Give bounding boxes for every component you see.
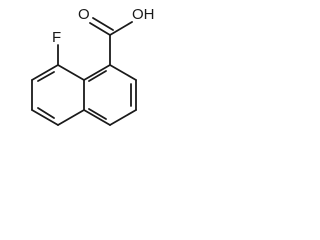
- carbonyl-oxygen-label: O: [78, 6, 90, 23]
- bond-c6-c5: [31, 109, 59, 126]
- double-bond-c4-c4a: [88, 108, 107, 120]
- bond-c3-c4: [109, 109, 137, 126]
- bond-carboxyl-c-o-b: [92, 17, 114, 31]
- bond-carboxyl-c-o-a: [89, 22, 111, 36]
- hydroxyl-label: OH: [132, 6, 155, 23]
- fluorine-label: F: [52, 29, 61, 46]
- chemical-structure-drawing: F OH O: [31, 6, 155, 126]
- bond-carboxyl-c-oh: [109, 21, 133, 36]
- bond-c5-c4a: [57, 109, 85, 126]
- bond-c8a-c8: [57, 64, 85, 81]
- bond-c8a-c1: [83, 64, 111, 81]
- bond-c1-c2: [109, 64, 137, 81]
- double-bond-c8-c7: [37, 71, 55, 82]
- bond-c4-c4a: [83, 109, 111, 126]
- bond-c8-c7: [31, 64, 59, 81]
- double-bond-c8a-c1: [88, 70, 107, 82]
- double-bond-c6-c5: [37, 107, 55, 119]
